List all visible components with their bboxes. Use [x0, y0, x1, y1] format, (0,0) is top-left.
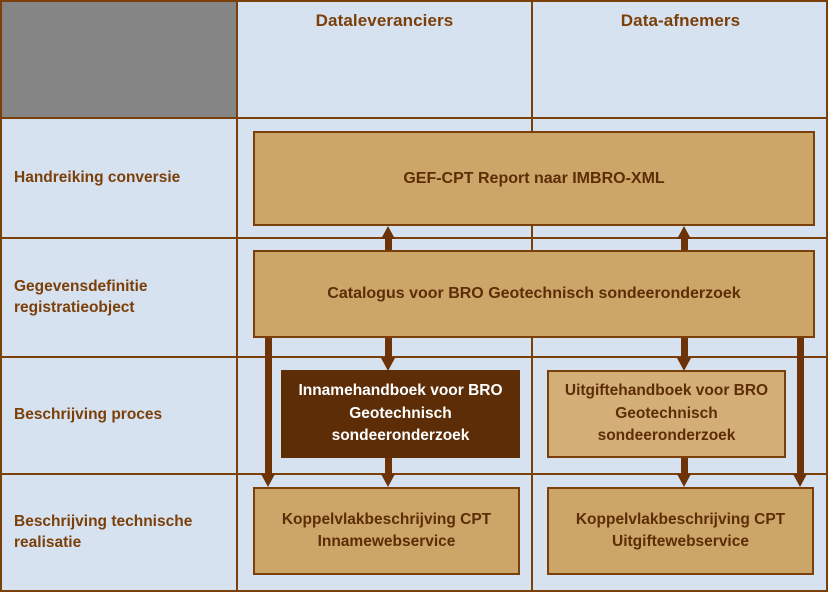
grid-line-left-edge: [0, 0, 2, 592]
grid-line-right-edge: [826, 0, 828, 592]
grid-line-row-4: [0, 473, 828, 475]
box-uitgiftehandboek[interactable]: Uitgiftehandboek voor BRO Geotechnisch s…: [547, 370, 786, 458]
connector-catalogus-to-gef-left: [381, 226, 395, 260]
box-label: Koppelvlakbeschrijving CPT Innamewebserv…: [281, 510, 492, 550]
row-label-beschrijving-technische-realisatie: Beschrijving technische realisatie: [0, 475, 236, 590]
box-gef-cpt-report[interactable]: GEF-CPT Report naar IMBRO-XML: [253, 131, 815, 226]
row-label-text: Beschrijving proces: [14, 406, 163, 424]
column-header-label: Data-afnemers: [620, 11, 741, 30]
grid-line-row-1: [0, 117, 828, 119]
box-label: Innamehandboek voor BRO Geotechnisch son…: [298, 382, 503, 445]
grid-line-row-3: [0, 356, 828, 358]
box-catalogus[interactable]: Catalogus voor BRO Geotechnisch sondeero…: [253, 250, 815, 338]
connector-innamehandboek-to-koppelvlak-inname: [381, 457, 395, 487]
header-corner-block: [0, 0, 236, 117]
row-label-beschrijving-proces: Beschrijving proces: [0, 358, 236, 473]
row-label-text: Handreiking conversie: [14, 168, 181, 186]
connector-catalogus-to-gef-right: [677, 226, 691, 260]
row-label-gegevensdefinitie: Gegevensdefinitie registratieobject: [0, 239, 236, 356]
box-label: GEF-CPT Report naar IMBRO-XML: [403, 169, 665, 187]
box-label: Catalogus voor BRO Geotechnisch sondeero…: [327, 285, 741, 303]
connector-catalogus-to-uitgiftehandboek: [677, 337, 691, 371]
box-innamehandboek[interactable]: Innamehandboek voor BRO Geotechnisch son…: [281, 370, 520, 458]
grid-line-row-2: [0, 237, 828, 239]
connector-catalogus-to-innamehandboek: [381, 337, 395, 371]
column-header-data-afnemers: Data-afnemers: [533, 0, 828, 117]
box-label: Koppelvlakbeschrijving CPT Uitgiftewebse…: [575, 510, 786, 550]
column-header-label: Dataleveranciers: [315, 11, 454, 30]
row-label-text: Beschrijving technische realisatie: [14, 512, 193, 551]
connector-uitgiftehandboek-to-koppelvlak-uitgifte: [677, 457, 691, 487]
grid-line-column-divider-1: [236, 0, 238, 592]
column-header-dataleveranciers: Dataleveranciers: [238, 0, 531, 117]
connector-catalogus-to-koppelvlak-inname: [261, 337, 275, 487]
box-koppelvlak-uitgifte[interactable]: Koppelvlakbeschrijving CPT Uitgiftewebse…: [547, 487, 814, 575]
grid-line-bottom: [0, 590, 828, 592]
box-koppelvlak-inname[interactable]: Koppelvlakbeschrijving CPT Innamewebserv…: [253, 487, 520, 575]
row-label-text: Gegevensdefinitie registratieobject: [14, 277, 148, 316]
box-label: Uitgiftehandboek voor BRO Geotechnisch s…: [564, 382, 769, 445]
connector-catalogus-to-koppelvlak-uitgifte: [793, 337, 807, 487]
row-label-handreiking-conversie: Handreiking conversie: [0, 119, 236, 237]
grid-line-top: [0, 0, 828, 2]
